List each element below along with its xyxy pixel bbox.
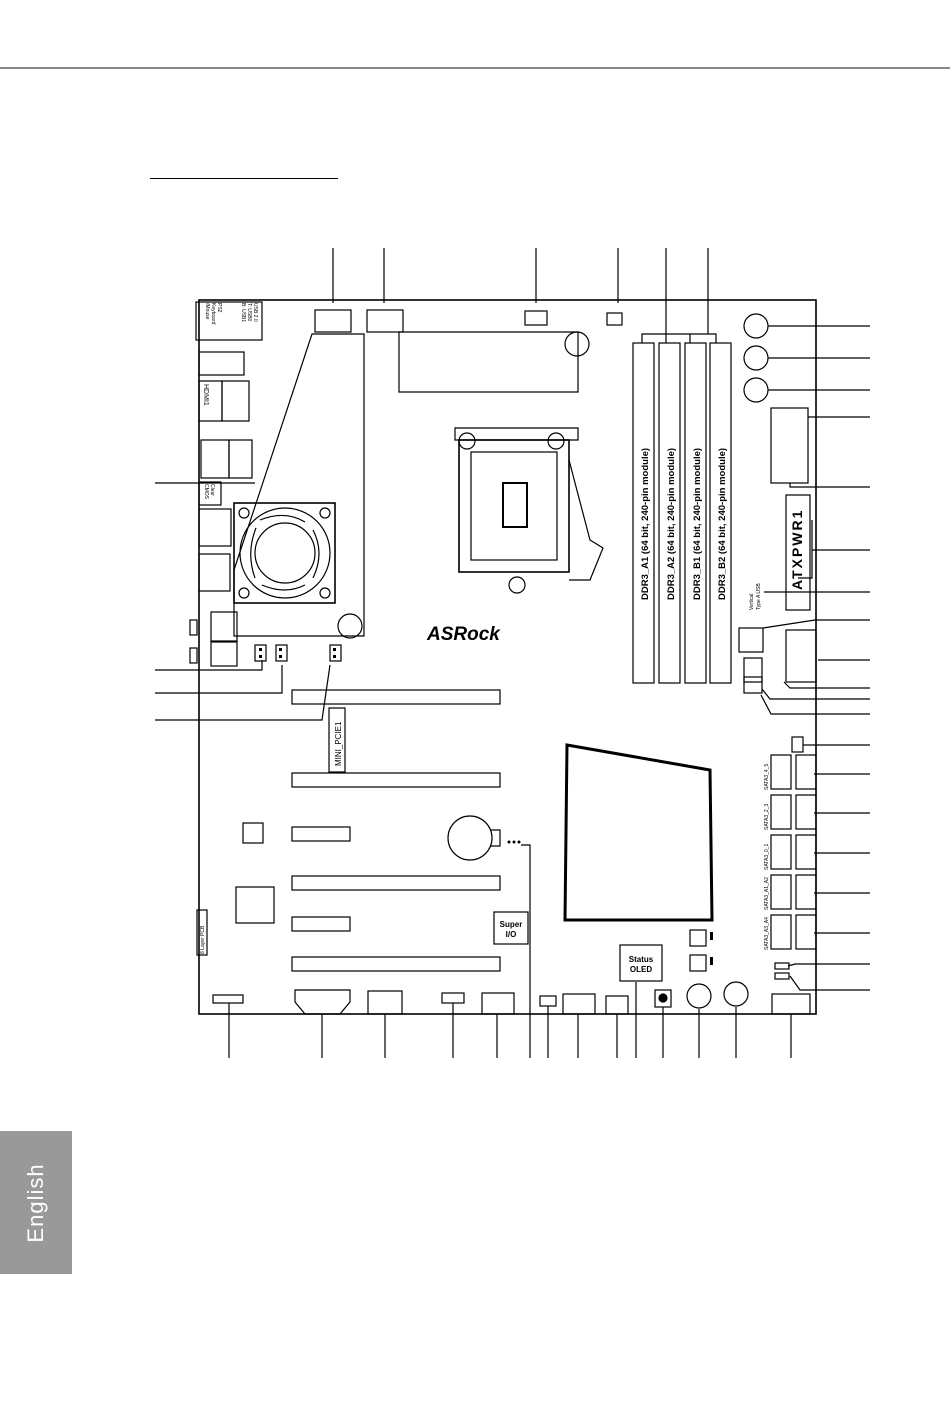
io-usb-line3: B: USB1 [240,303,246,322]
status-oled-line2: OLED [630,965,652,974]
cpu-socket [458,439,570,573]
header-rule [0,67,950,69]
io-hdmi-label: HDMI1 [202,384,209,406]
chipset-heatsink [563,743,714,922]
super-io-line1: Super [500,920,523,929]
status-oled-line1: Status [629,955,654,964]
super-io-line2: I/O [506,930,517,939]
io-usb-line2: T: USB0 [246,303,252,322]
dimm-a2-label: DDR3_A2 (64 bit, 240-pin module) [666,448,677,600]
mini-pcie-label: MINI_PCIE1 [334,721,343,766]
io-usb-line1: USB 2.0 [252,303,258,322]
io-ps2-line1: PS2 [216,303,222,313]
dimm-slot-b1 [684,342,707,684]
section-title-underline [150,178,338,179]
io-cmos-line1: Clear [209,484,215,496]
brand-logo: ASRock [426,624,501,645]
language-tab: English [0,1131,72,1274]
sata-label-01: SATA3_0_1 [764,844,770,870]
vrm-heatsink [233,333,365,637]
vertical-usb-line2: Type A USB [756,583,762,610]
board-outline [198,299,817,1015]
language-tab-label: English [23,1163,48,1243]
io-cmos-line2: CMOS [203,484,209,500]
io-ps2-line2: Keyboard [210,303,216,325]
io-ps2-line3: /Mouse [204,303,210,320]
layer-pcb-label: 8 Layer PCB [200,925,206,954]
dimm-slot-b2 [709,342,732,684]
sata-label-45: SATA3_4_5 [764,764,770,790]
vertical-usb-line1: Vertical [749,594,755,610]
sata-label-23: SATA3_2_3 [764,804,770,830]
dimm-slot-a1 [632,342,655,684]
sata-label-a1a2: SATA3_A1_A2 [764,877,770,910]
dimm-slot-a2 [658,342,681,684]
dimm-b2-label: DDR3_B2 (64 bit, 240-pin module) [717,448,728,600]
dimm-b1-label: DDR3_B1 (64 bit, 240-pin module) [692,448,703,600]
chipset-fan [233,502,336,604]
sata-label-a3a4: SATA3_A3_A4 [764,917,770,950]
dimm-a1-label: DDR3_A1 (64 bit, 240-pin module) [640,448,651,600]
atx-power-label: ATXPWR1 [789,509,805,590]
